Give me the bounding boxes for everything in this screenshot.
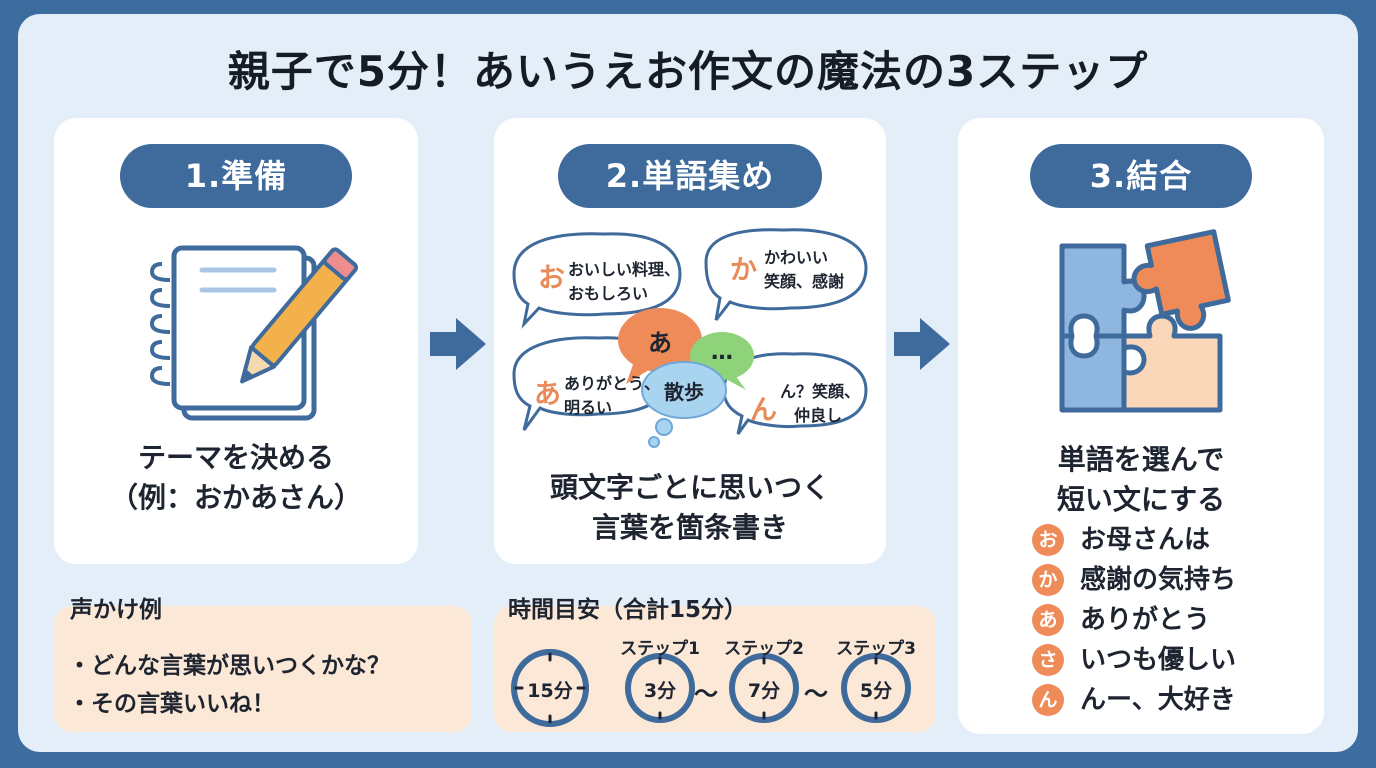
step-label-prepare: 1.準備 <box>120 144 352 208</box>
acrostic-text: お母さんは <box>1080 525 1211 555</box>
acrostic-head: あ <box>1032 604 1064 636</box>
step-text-combine-1: 単語を選んで <box>1057 443 1225 476</box>
center-bubble-sanpo: 散歩 <box>664 380 704 404</box>
clock-icon <box>511 649 911 727</box>
voice-item: ・どんな言葉が思いつくかな？ <box>68 653 390 679</box>
step-text-combine-2: 短い文にする <box>1056 483 1226 516</box>
acrostic-head: お <box>1032 524 1064 556</box>
step-text-collect-2: 言葉を箇条書き <box>591 511 788 544</box>
step-card-collect-words: 2.単語集め お おいしい料理、 おもしろい か かわいい 笑顔、感 <box>494 118 886 564</box>
time-step-label: ステップ1 <box>620 639 700 659</box>
time-total: 15分 <box>527 680 573 702</box>
step-text-prepare-1: テーマを決める <box>137 441 334 474</box>
bubble-head-a: あ <box>534 379 561 410</box>
time-title: 時間目安（合計15分） <box>508 597 748 623</box>
time-step-label: ステップ3 <box>836 639 916 659</box>
step-text-collect-1: 頭文字ごとに思いつく <box>549 471 830 504</box>
bubble-text-a-1: ありがとう、 <box>564 374 661 393</box>
acrostic-text: ありがとう <box>1080 605 1211 635</box>
bubble-text-ka-2: 笑顔、感謝 <box>764 272 845 291</box>
page-title: 親子で5分！あいうえお作文の魔法の3ステップ <box>227 47 1149 96</box>
acrostic-text: いつも優しい <box>1080 645 1237 675</box>
arrow-right-icon <box>894 318 950 370</box>
time-separator: 〜 <box>804 680 828 708</box>
step-label-collect-words: 2.単語集め <box>558 144 822 208</box>
time-step-value: 3分 <box>643 680 677 702</box>
step-label-combine: 3.結合 <box>1030 144 1252 208</box>
step-card-prepare: 1.準備 テーマを決める （例：おかあさん） <box>54 118 418 564</box>
acrostic-text: 感謝の気持ち <box>1080 565 1237 595</box>
acrostic-head: か <box>1032 564 1064 596</box>
time-box <box>494 606 936 732</box>
step-card-combine: 3.結合 単語を選んで 短い文にする <box>958 118 1324 734</box>
bubble-text-n-1: ん？笑顔、 <box>780 382 861 401</box>
bubble-text-n-2: 仲良し <box>794 406 843 425</box>
bubble-head-n: ん <box>750 395 777 426</box>
time-step-value: 7分 <box>747 680 781 702</box>
infographic-board: 親子で5分！あいうえお作文の魔法の3ステップ 1.準備 テーマを決める <box>18 14 1358 752</box>
acrostic-head: さ <box>1032 644 1064 676</box>
bubble-text-o-2: おもしろい <box>568 284 649 303</box>
bubble-head-ka: か <box>730 255 757 286</box>
time-step-label: ステップ2 <box>724 639 804 659</box>
acrostic-text: んー、大好き <box>1080 685 1236 715</box>
voice-item: ・その言葉いいね！ <box>68 691 275 717</box>
bubble-text-o-1: おいしい料理、 <box>568 260 681 279</box>
center-bubble-a: あ <box>648 329 672 357</box>
center-bubble-dots: … <box>711 340 733 365</box>
bubble-head-o: お <box>538 263 565 294</box>
bubble-text-a-2: 明るい <box>564 398 613 417</box>
notebook-pencil-icon <box>149 245 359 421</box>
arrow-right-icon <box>430 318 486 370</box>
time-separator: 〜 <box>694 680 718 708</box>
bubble-text-ka-1: かわいい <box>764 248 829 267</box>
puzzle-icon <box>1059 229 1231 413</box>
time-step-value: 5分 <box>859 680 893 702</box>
step-text-prepare-2: （例：おかあさん） <box>109 481 362 514</box>
speech-bubbles-icon <box>512 228 868 448</box>
voice-box <box>54 606 472 732</box>
acrostic-head: ん <box>1032 684 1064 716</box>
voice-title: 声かけ例 <box>70 597 162 623</box>
